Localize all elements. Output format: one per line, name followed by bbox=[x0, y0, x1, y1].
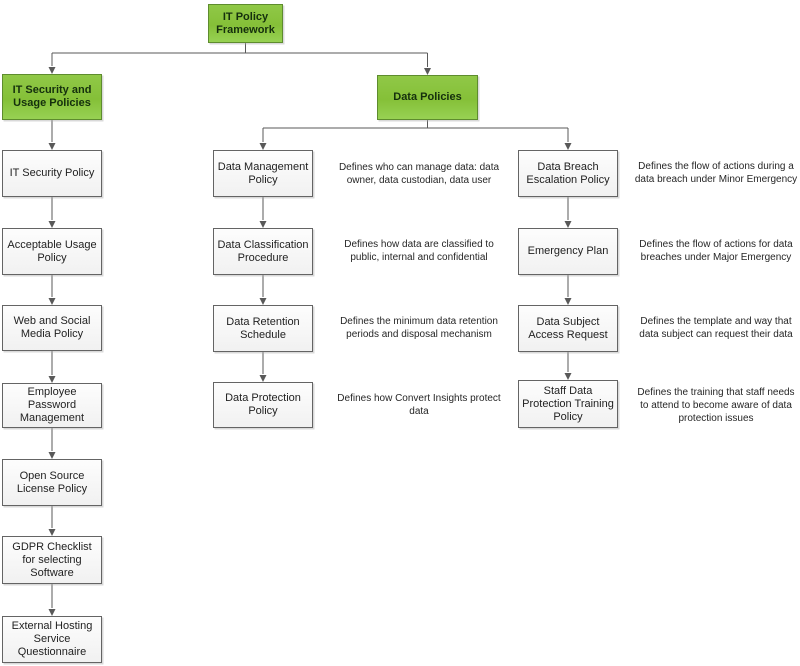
annotation-data-retention-schedule: Defines the minimum data retention perio… bbox=[340, 316, 498, 340]
annotation-data-subject-access-request: Defines the template and way that data s… bbox=[639, 316, 793, 340]
node-gdpr-checklist-for-selecting-software: GDPR Checklist for selecting Software bbox=[2, 536, 102, 584]
node-employee-password-management: Employee Password Management bbox=[2, 383, 102, 428]
annotation-staff-data-protection-training-policy: Defines the training that staff needs to… bbox=[637, 387, 795, 424]
annotation-data-breach-escalation-policy: Defines the flow of actions during a dat… bbox=[634, 161, 798, 185]
node-staff-data-protection-training-policy: Staff Data Protection Training Policy bbox=[518, 380, 618, 428]
node-it-security-and-usage-policies: IT Security and Usage Policies bbox=[2, 74, 102, 120]
annotation-data-protection-policy: Defines how Convert Insights protect dat… bbox=[337, 393, 501, 417]
node-data-retention-schedule: Data Retention Schedule bbox=[213, 305, 313, 352]
annotation-data-classification-procedure: Defines how data are classified to publi… bbox=[344, 239, 494, 263]
annotation-emergency-plan: Defines the flow of actions for data bre… bbox=[639, 239, 793, 263]
node-data-subject-access-request: Data Subject Access Request bbox=[518, 305, 618, 352]
node-it-security-policy: IT Security Policy bbox=[2, 150, 102, 197]
node-external-hosting-service-questionnaire: External Hosting Service Questionnaire bbox=[2, 616, 102, 663]
node-data-management-policy: Data Management Policy bbox=[213, 150, 313, 197]
node-open-source-license-policy: Open Source License Policy bbox=[2, 459, 102, 506]
node-data-classification-procedure: Data Classification Procedure bbox=[213, 228, 313, 275]
arrowheads bbox=[48, 67, 572, 616]
node-emergency-plan: Emergency Plan bbox=[518, 228, 618, 275]
node-data-breach-escalation-policy: Data Breach Escalation Policy bbox=[518, 150, 618, 197]
node-it-policy-framework: IT Policy Framework bbox=[208, 4, 283, 43]
node-data-protection-policy: Data Protection Policy bbox=[213, 382, 313, 428]
node-web-and-social-media-policy: Web and Social Media Policy bbox=[2, 305, 102, 351]
node-data-policies: Data Policies bbox=[377, 75, 478, 120]
annotation-data-management-policy: Defines who can manage data: data owner,… bbox=[338, 162, 500, 186]
node-acceptable-usage-policy: Acceptable Usage Policy bbox=[2, 228, 102, 275]
